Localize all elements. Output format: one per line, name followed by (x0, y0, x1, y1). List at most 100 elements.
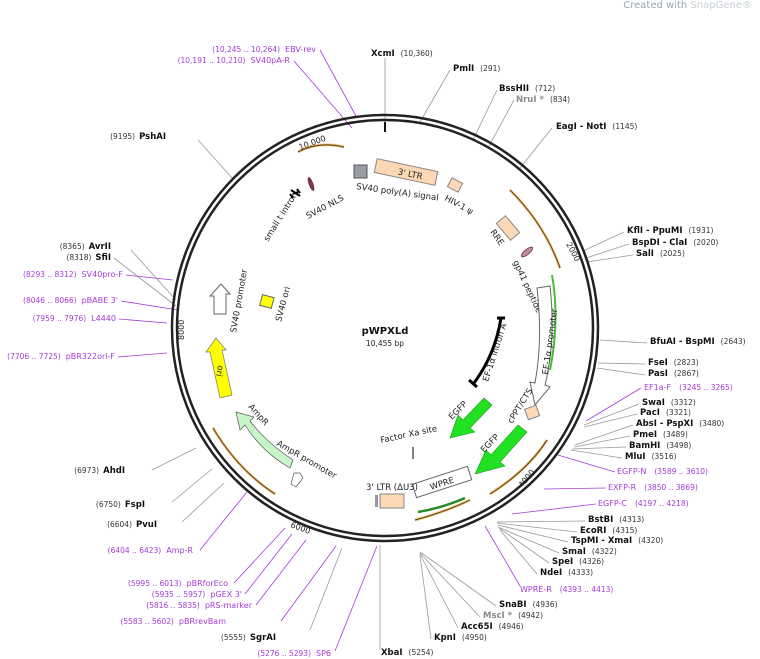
site-leader-line (573, 435, 631, 448)
site-name: AvrII (89, 242, 111, 252)
primer-range: (5995 .. 6013) (128, 579, 182, 588)
restriction-site-label[interactable]: AbsI - PspXI(3480) (636, 419, 724, 429)
restriction-site-label[interactable]: EcoRI(4315) (580, 526, 637, 536)
restriction-site-label[interactable]: SwaI(3312) (642, 398, 696, 408)
restriction-site-label[interactable]: (9195)PshAI (110, 132, 166, 142)
primer-label[interactable]: (5583 .. 5602)pBRrevBam (120, 617, 226, 626)
primer-label[interactable]: (8293 .. 8312)SV40pro-F (23, 270, 123, 279)
restriction-site-label[interactable]: XbaI(5254) (381, 648, 434, 658)
primer-label[interactable]: (10,191 .. 10,210)SV40pA-R (178, 56, 291, 65)
site-leader-line (419, 551, 497, 607)
primer-label[interactable]: EXFP-R(3850 .. 3869) (608, 483, 698, 492)
primer-label[interactable]: (5935 .. 5957)pGEX 3' (152, 590, 242, 599)
site-position: (1145) (612, 122, 637, 131)
restriction-site-label[interactable]: PacI(3321) (640, 408, 691, 418)
ef1a-promoter-arrow (529, 285, 553, 407)
site-position: (1931) (688, 226, 713, 235)
restriction-site-label[interactable]: PmlI(291) (453, 64, 500, 74)
primer-range: (7959 .. 7976) (33, 314, 87, 323)
site-leader-line (419, 554, 432, 640)
restriction-site-label[interactable]: PmeI(3489) (633, 430, 688, 440)
restriction-site-label[interactable]: NdeI(4333) (540, 568, 593, 578)
credit-prefix: Created with (623, 0, 691, 11)
restriction-site-label[interactable]: BstBI(4313) (588, 515, 644, 525)
primer-label[interactable]: (10,245 .. 10,264)EBV-rev (212, 45, 316, 54)
orf-arc-5 (212, 427, 276, 495)
restriction-site-label[interactable]: FseI(2823) (648, 358, 699, 368)
site-position: (2823) (674, 358, 699, 367)
restriction-site-label[interactable]: SnaBI(4936) (499, 600, 558, 610)
site-leader-line (498, 527, 550, 564)
restriction-site-label[interactable]: BamHI(3498) (629, 441, 691, 451)
restriction-site-label[interactable]: KflI - PpuMI(1931) (627, 226, 713, 236)
restriction-site-label[interactable]: SalI(2025) (636, 249, 685, 259)
site-leader-line (571, 446, 627, 450)
restriction-site-label[interactable]: MluI(3516) (625, 452, 677, 462)
egfp-arrow-1 (449, 397, 493, 439)
site-name: AhdI (103, 466, 125, 476)
site-name: EagI - NotI (556, 122, 606, 132)
restriction-site-label[interactable]: PasI(2867) (648, 369, 699, 379)
site-position: (2867) (674, 369, 699, 378)
map-labels: XcmI(10,360) PmlI(291) BssHII(712)NruI *(8… (7, 45, 746, 658)
primer-label[interactable]: WPRE-R(4393 .. 4413) (520, 585, 613, 594)
site-name: MscI * (483, 611, 513, 621)
primer-label[interactable]: (5995 .. 6013)pBRforEco (128, 579, 228, 588)
primer-label[interactable]: (6404 .. 6423)Amp-R (108, 546, 194, 555)
tick-2000: 2000 (564, 241, 582, 263)
site-leader-line (181, 482, 225, 523)
restriction-site-label[interactable]: XcmI(10,360) (371, 49, 433, 59)
hiv-psi-label: HIV-1 ψ (443, 194, 475, 218)
restriction-site-label[interactable]: (8318)SfiI (66, 253, 111, 263)
primer-name: SV40pro-F (82, 270, 124, 279)
site-position: (4315) (612, 526, 637, 535)
ltr3-du3-marker (375, 495, 378, 507)
site-name: XcmI (371, 49, 395, 59)
ltr3-du3-box (379, 493, 405, 509)
restriction-site-label[interactable]: TspMI - XmaI(4320) (571, 536, 663, 546)
primer-label[interactable]: (8046 .. 8066)pBABE 3' (23, 296, 118, 305)
primer-leader-line (199, 491, 248, 551)
primer-range: (10,191 .. 10,210) (178, 56, 246, 65)
restriction-site-label[interactable]: BssHII(712) (499, 84, 555, 94)
site-leader-line (496, 520, 586, 523)
site-position: (8318) (66, 253, 91, 262)
restriction-site-label[interactable]: BspDI - ClaI(2020) (632, 238, 718, 248)
site-leader-line (497, 524, 569, 543)
restriction-site-label[interactable]: SpeI(4326) (552, 557, 604, 567)
sv40-polya-box (353, 164, 368, 179)
restriction-site-label[interactable]: (8365)AvrII (60, 242, 111, 252)
primer-label[interactable]: EF1a-F(3245 .. 3265) (644, 383, 733, 392)
site-position: (4326) (579, 557, 604, 566)
restriction-site-label[interactable]: KpnI(4950) (434, 633, 487, 643)
backbone-outer (170, 113, 600, 543)
site-name: PacI (640, 408, 660, 418)
restriction-site-label[interactable]: (6973)AhdI (74, 466, 125, 476)
restriction-site-label[interactable]: (6750)FspI (96, 500, 145, 510)
restriction-site-label[interactable]: SmaI(4322) (562, 547, 617, 557)
ltr3-du3-label: 3' LTR (ΔU3) (366, 483, 418, 493)
label-leader-lines (113, 49, 648, 652)
restriction-site-label[interactable]: (5555)SgrAI (221, 633, 276, 643)
site-leader-line (113, 257, 177, 307)
site-name: AbsI - PspXI (636, 419, 693, 429)
primer-label[interactable]: (5816 .. 5835)pRS-marker (146, 601, 252, 610)
restriction-site-label[interactable]: Acc65I(4946) (461, 622, 524, 632)
primer-label[interactable]: (5276 .. 5293)SP6 (257, 649, 331, 658)
primer-label[interactable]: EGFP-C(4197 .. 4218) (598, 499, 689, 508)
cppt-box (524, 404, 541, 421)
site-name: SgrAI (250, 633, 276, 643)
site-leader-line (582, 231, 625, 252)
site-leader-line (419, 69, 451, 123)
restriction-site-label[interactable]: MscI *(4942) (483, 611, 543, 621)
primer-label[interactable]: (7959 .. 7976)L4440 (33, 314, 116, 323)
primer-leader-line (233, 527, 286, 584)
orf-arc-3 (489, 439, 548, 495)
restriction-site-label[interactable]: (6604)PvuI (107, 520, 157, 530)
primer-label[interactable]: EGFP-N(3589 .. 3610) (617, 467, 708, 476)
primer-label[interactable]: (7706 .. 7725)pBR322ori-F (7, 352, 115, 361)
restriction-site-label[interactable]: BfuAI - BspMI(2643) (650, 337, 746, 347)
restriction-site-label[interactable]: EagI - NotI (1145) (556, 122, 637, 132)
restriction-site-label[interactable]: NruI *(834) (516, 95, 570, 105)
